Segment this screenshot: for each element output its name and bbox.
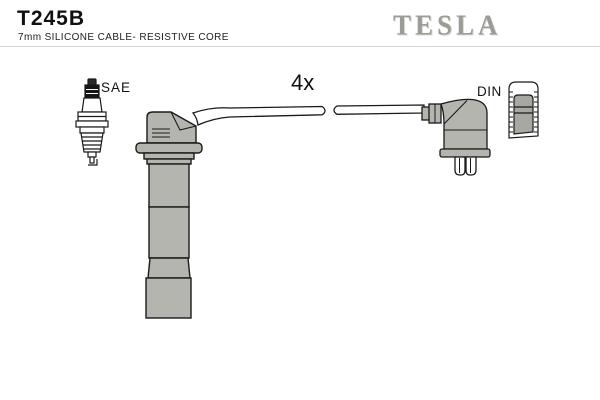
din-label: DIN <box>477 84 502 99</box>
tesla-brand-logo: TESLA <box>393 9 502 41</box>
spark-plug-boot <box>135 111 203 319</box>
product-subtitle: 7mm SILICONE CABLE- RESISTIVE CORE <box>18 32 229 43</box>
quantity-label: 4x <box>291 70 314 95</box>
header-divider <box>0 46 600 47</box>
sae-label: SAE <box>101 80 131 95</box>
part-number: T245B <box>17 7 86 30</box>
cable-wire <box>191 104 425 126</box>
ignition-cable-illustration <box>135 98 491 319</box>
din-connector-icon <box>508 81 539 139</box>
angled-din-connector <box>421 98 491 176</box>
spark-plug-icon <box>75 78 109 166</box>
